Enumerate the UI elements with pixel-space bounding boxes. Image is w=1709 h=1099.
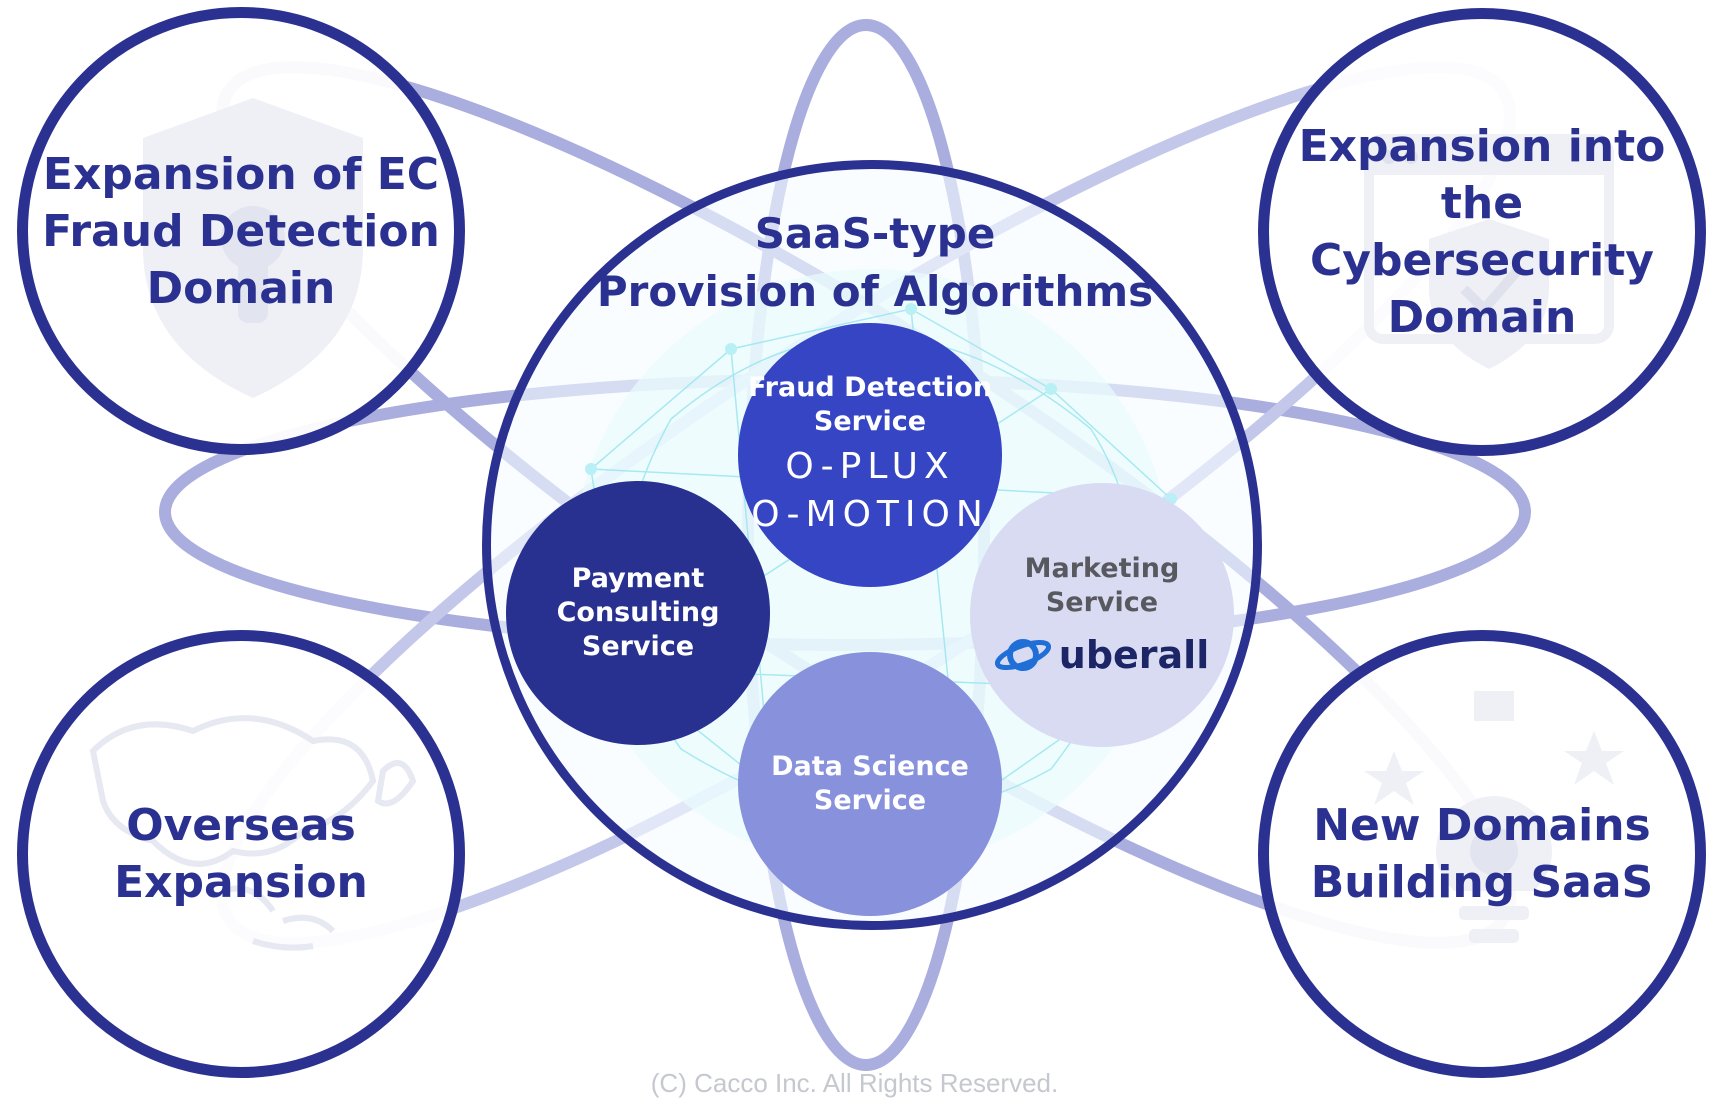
payment-consulting-label: Payment Consulting Service — [556, 563, 720, 662]
corner-circle-new-domains: New Domains Building SaaS — [1258, 630, 1706, 1078]
fraud-detection-label: Fraud Detection Service — [747, 372, 993, 437]
planet-logo-icon — [994, 639, 1051, 671]
data-science-label: Data Science Service — [771, 751, 969, 816]
new-domains-title: New Domains Building SaaS — [1310, 800, 1654, 908]
uberall-logo: uberall — [994, 632, 1210, 678]
copyright-footer: (C) Cacco Inc. All Rights Reserved. — [650, 1068, 1059, 1098]
marketing-label: Marketing Service — [1024, 553, 1180, 618]
lightbulb-gear-icon — [1364, 691, 1624, 943]
center-title: SaaS-type Provision of Algorithms — [596, 209, 1154, 316]
asia-map-icon — [89, 715, 417, 951]
marketing-service: Marketing Service uberall — [970, 483, 1234, 747]
uberall-wordmark: uberall — [1058, 633, 1210, 677]
corner-circle-overseas: Overseas Expansion — [17, 630, 465, 1078]
cybersecurity-title: Expansion into the Cybersecurity Domain — [1298, 121, 1666, 343]
payment-consulting-service: Payment Consulting Service — [506, 481, 770, 745]
shield-lock-icon — [143, 98, 363, 398]
ec-fraud-title: Expansion of EC Fraud Detection Domain — [42, 148, 440, 314]
data-science-service: Data Science Service — [738, 652, 1002, 916]
corner-circle-ec-fraud: Expansion of EC Fraud Detection Domain — [17, 7, 465, 455]
browser-shield-icon — [1364, 134, 1614, 369]
corner-circle-cybersecurity: Expansion into the Cybersecurity Domain — [1258, 8, 1706, 456]
overseas-title: Overseas Expansion — [114, 800, 368, 908]
fraud-detection-service: Fraud Detection Service O-PLUX O-MOTION — [738, 323, 1002, 587]
o-motion-logo: O-MOTION — [751, 494, 989, 535]
o-plux-logo: O-PLUX — [785, 446, 955, 487]
